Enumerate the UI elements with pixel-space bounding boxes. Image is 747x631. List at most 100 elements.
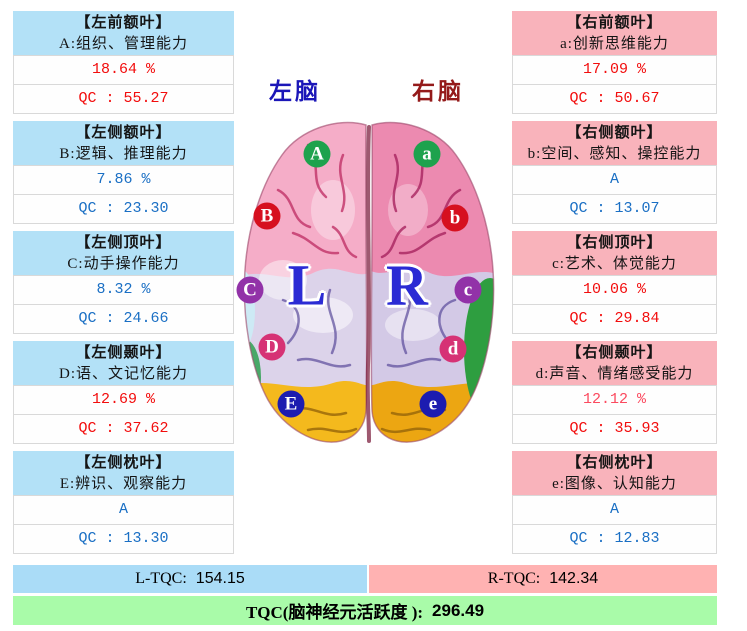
region-panel-right-parietal: 【右侧顶叶】 c:艺术、体觉能力 10.06 % QC : 29.84 [512,231,717,334]
region-header: 【右侧枕叶】 e:图像、认知能力 [512,451,717,496]
l-tqc-bar: L-TQC: 154.15 [13,565,367,593]
ability-label: c:艺术、体觉能力 [552,255,677,272]
percent-value: 8.32 % [96,281,151,298]
percent-cell: 8.32 % [13,275,234,305]
region-title: 【左侧顶叶】 [75,234,172,251]
percent-cell: 18.64 % [13,55,234,85]
region-panel-right-temporal: 【右侧颞叶】 d:声音、情绪感受能力 12.12 % QC : 35.93 [512,341,717,444]
percent-cell: A [13,495,234,525]
percent-cell: 17.09 % [512,55,717,85]
hemisphere-letter-left: L [287,252,327,318]
region-header: 【左前额叶】 A:组织、管理能力 [13,11,234,56]
region-title: 【右侧枕叶】 [566,454,663,471]
brain-marker-e: e [419,390,447,418]
percent-cell: 10.06 % [512,275,717,305]
brain-marker-C: C [236,276,264,304]
qc-value: QC : 50.67 [569,90,660,107]
region-panel-right-lateral-frontal: 【右侧额叶】 b:空间、感知、操控能力 A QC : 13.07 [512,121,717,224]
region-panel-left-temporal: 【左侧颞叶】 D:语、文记忆能力 12.69 % QC : 37.62 [13,341,234,444]
ability-label: E:辨识、观察能力 [59,475,188,492]
percent-value: A [118,501,128,518]
qc-cell: QC : 12.83 [512,524,717,554]
ability-label: A:组织、管理能力 [58,35,188,52]
brain-top-view-image [243,121,495,443]
r-tqc-value: 142.34 [549,570,599,587]
percent-cell: A [512,165,717,195]
hemisphere-letter-right: R [386,252,428,318]
region-title: 【左侧枕叶】 [75,454,172,471]
region-title: 【左前额叶】 [75,14,172,31]
qc-cell: QC : 24.66 [13,304,234,334]
region-panel-left-occipital: 【左侧枕叶】 E:辨识、观察能力 A QC : 13.30 [13,451,234,554]
brain-marker-B: B [253,202,281,230]
ability-label: e:图像、认知能力 [552,475,677,492]
right-brain-label: 右脑 [412,79,464,104]
region-panel-left-frontal: 【左前额叶】 A:组织、管理能力 18.64 % QC : 55.27 [13,11,234,114]
brain-marker-D: D [258,333,286,361]
percent-value: 12.69 % [91,391,155,408]
region-panel-left-lateral-frontal: 【左侧额叶】 B:逻辑、推理能力 7.86 % QC : 23.30 [13,121,234,224]
brain-marker-c: c [454,276,482,304]
tqc-total-value: 296.49 [432,600,485,620]
percent-value: A [609,171,619,188]
brain-marker-a: a [413,140,441,168]
brain-marker-b: b [441,204,469,232]
region-header: 【左侧顶叶】 C:动手操作能力 [13,231,234,276]
qc-cell: QC : 13.30 [13,524,234,554]
region-header: 【左侧颞叶】 D:语、文记忆能力 [13,341,234,386]
percent-value: 10.06 % [582,281,646,298]
left-brain-label: 左脑 [269,79,321,104]
percent-value: 12.12 % [582,391,646,408]
region-header: 【右侧顶叶】 c:艺术、体觉能力 [512,231,717,276]
region-title: 【右前额叶】 [566,14,663,31]
brain-illustration: A a B b C c D d E e L R [236,115,500,450]
qc-cell: QC : 37.62 [13,414,234,444]
ability-label: a:创新思维能力 [560,35,669,52]
qc-value: QC : 37.62 [78,420,169,437]
ability-label: b:空间、感知、操控能力 [527,145,702,162]
l-tqc-label: L-TQC: [135,570,187,587]
region-header: 【左侧枕叶】 E:辨识、观察能力 [13,451,234,496]
percent-value: 17.09 % [582,61,646,78]
brain-marker-A: A [303,140,331,168]
percent-cell: A [512,495,717,525]
brain-marker-E: E [277,390,305,418]
ability-label: C:动手操作能力 [67,255,180,272]
r-tqc-bar: R-TQC: 142.34 [369,565,717,593]
region-panel-right-occipital: 【右侧枕叶】 e:图像、认知能力 A QC : 12.83 [512,451,717,554]
percent-cell: 12.12 % [512,385,717,415]
qc-value: QC : 23.30 [78,200,169,217]
tqc-total-label: TQC(脑神经元活跃度 ): [245,603,424,622]
region-title: 【右侧颞叶】 [566,344,663,361]
region-header: 【右侧颞叶】 d:声音、情绪感受能力 [512,341,717,386]
ability-label: d:声音、情绪感受能力 [535,365,694,382]
region-title: 【左侧颞叶】 [75,344,172,361]
percent-cell: 7.86 % [13,165,234,195]
region-header: 【右侧额叶】 b:空间、感知、操控能力 [512,121,717,166]
r-tqc-label: R-TQC: [487,570,541,587]
region-title: 【右侧额叶】 [566,124,663,141]
qc-value: QC : 13.30 [78,530,169,547]
l-tqc-value: 154.15 [195,570,245,587]
left-panels-column: 【左前额叶】 A:组织、管理能力 18.64 % QC : 55.27 【左侧额… [13,11,234,561]
qc-value: QC : 35.93 [569,420,660,437]
qc-value: QC : 29.84 [569,310,660,327]
qc-cell: QC : 13.07 [512,194,717,224]
ability-label: B:逻辑、推理能力 [59,145,188,162]
brain-marker-d: d [439,335,467,363]
qc-cell: QC : 50.67 [512,84,717,114]
percent-value: 7.86 % [96,171,151,188]
region-header: 【左侧额叶】 B:逻辑、推理能力 [13,121,234,166]
percent-cell: 12.69 % [13,385,234,415]
percent-value: 18.64 % [91,61,155,78]
qc-cell: QC : 29.84 [512,304,717,334]
tqc-total-bar: TQC(脑神经元活跃度 ): 296.49 [13,596,717,625]
qc-cell: QC : 23.30 [13,194,234,224]
qc-value: QC : 24.66 [78,310,169,327]
region-header: 【右前额叶】 a:创新思维能力 [512,11,717,56]
qc-cell: QC : 55.27 [13,84,234,114]
qc-cell: QC : 35.93 [512,414,717,444]
region-title: 【右侧顶叶】 [566,234,663,251]
qc-value: QC : 55.27 [78,90,169,107]
